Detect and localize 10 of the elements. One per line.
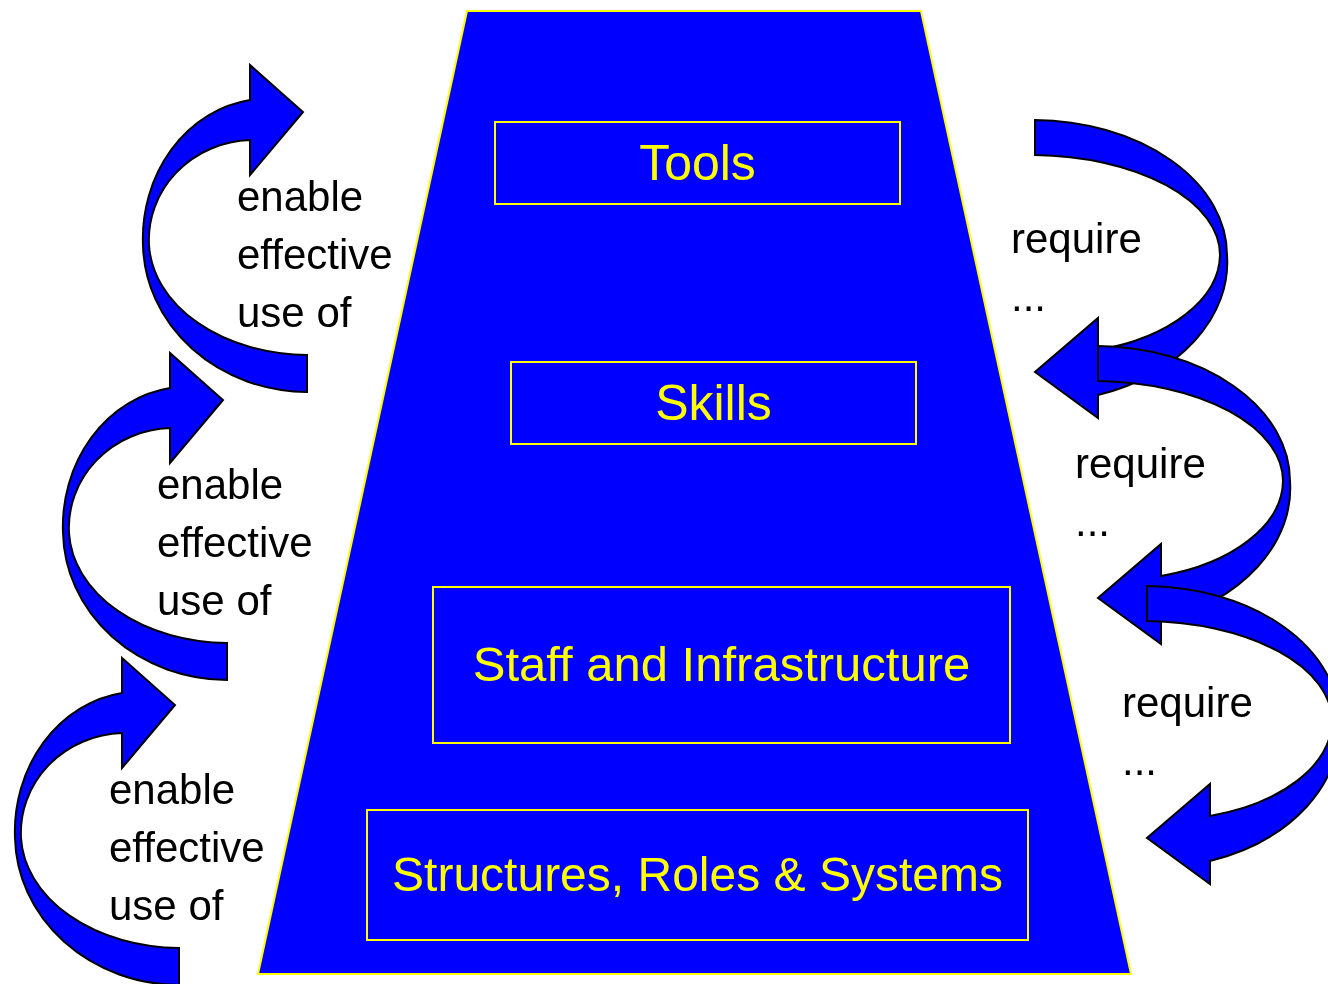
arrow-label: enable effective use of [237, 172, 394, 338]
label-box: Tools [494, 121, 901, 205]
label-box: Structures, Roles & Systems [366, 809, 1029, 941]
arrow-label: require ... [1011, 214, 1143, 322]
arrow-label: enable effective use of [109, 765, 266, 931]
arrow-label: enable effective use of [157, 460, 314, 626]
arrow-label: require ... [1075, 439, 1207, 547]
arrow-label: require ... [1122, 678, 1254, 786]
label-box: Staff and Infrastructure [432, 586, 1011, 744]
label-box: Skills [510, 361, 917, 445]
